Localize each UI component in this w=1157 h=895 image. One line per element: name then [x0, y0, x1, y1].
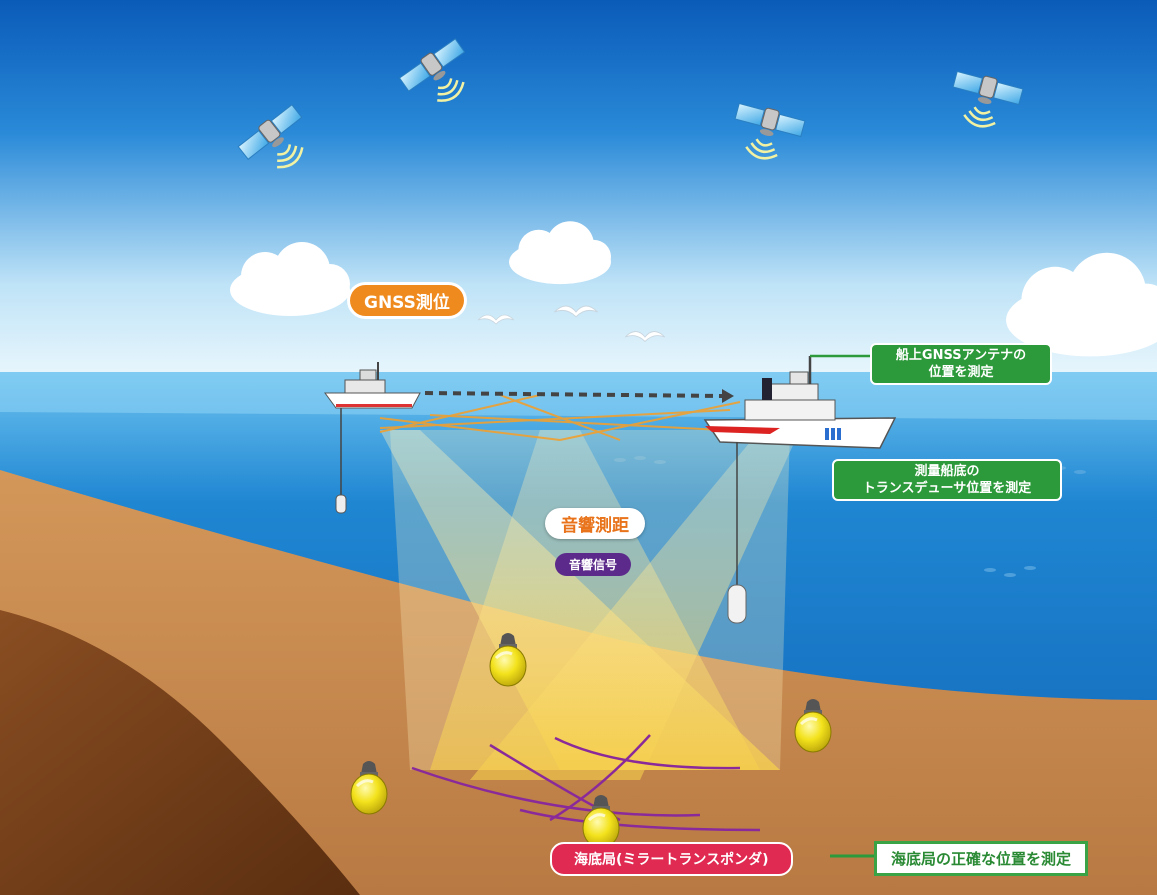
survey-ship-icon [703, 356, 897, 449]
transducer-icon [727, 584, 747, 624]
seabed-cliff [0, 610, 360, 895]
seafloor-position-label: 海底局の正確な位置を測定 [874, 841, 1089, 876]
transducer-label-line1: 測量船底の [914, 464, 980, 479]
acoustic-signal-label: 音響信号 [555, 553, 632, 576]
ship-link-arrow [424, 391, 723, 398]
transducer-position-label: 測量船底の トランスデューサ位置を測定 [832, 459, 1062, 501]
ship-antenna-label-line2: 位置を測定 [928, 365, 994, 380]
ranging-lines [379, 394, 761, 441]
seafloor-station-label: 海底局(ミラートランスポンダ) [550, 842, 793, 876]
transducer-label-line2: トランスデューサ位置を測定 [862, 481, 1032, 496]
transducer-icon [335, 494, 347, 514]
sky [0, 0, 1157, 380]
ship-antenna-position-label: 船上GNSSアンテナの 位置を測定 [870, 343, 1052, 385]
gnss-positioning-label: GNSS測位 [350, 285, 464, 316]
fish-school [614, 456, 1086, 577]
survey-ship-icon [324, 362, 421, 409]
acoustic-ranging-label: 音響測距 [545, 508, 645, 539]
ship-antenna-label-line1: 船上GNSSアンテナの [895, 348, 1027, 363]
